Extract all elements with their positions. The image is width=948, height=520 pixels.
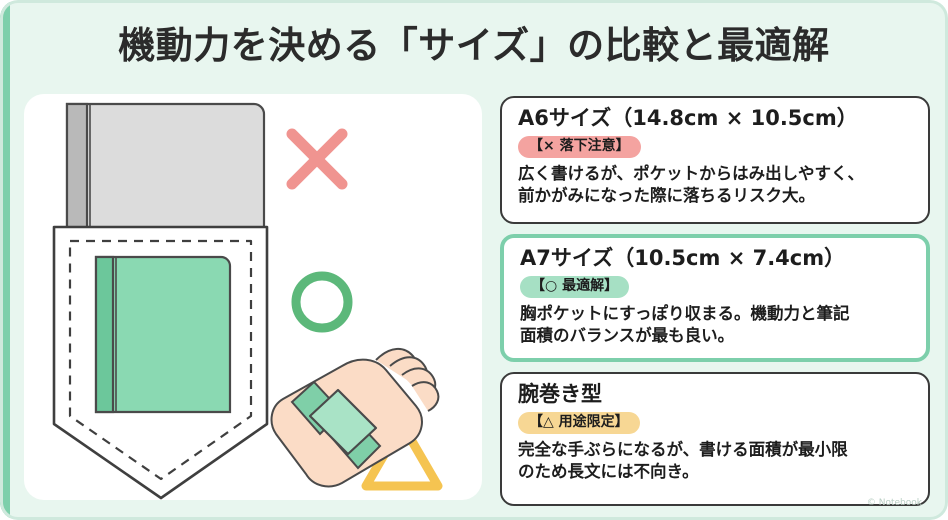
card-a7-badge: 【○ 最適解】 [520,275,630,299]
page-title: 機動力を決める「サイズ」の比較と最適解 [118,24,830,67]
credit-watermark: © Notebook [866,498,922,508]
card-wrist-badge: 【△ 用途限定】 [518,411,640,435]
card-a6-badge: 【× 落下注意】 [518,135,641,159]
header: 機動力を決める「サイズ」の比較と最適解 [0,0,948,84]
card-wrist-description: 完全な手ぶらになるが、書ける面積が最小限 のため長文には不向き。 [518,439,914,483]
left-accent-stripe [0,0,10,520]
card-wrist-title: 腕巻き型 [518,382,602,406]
card-a7-description: 胸ポケットにすっぽり収まる。機動力と筆記 面積のバランスが最も良い。 [520,303,912,347]
card-a6-description: 広く書けるが、ポケットからはみ出しやすく、 前かがみになった際に落ちるリスク大。 [518,163,914,207]
card-a6-desc-line-2: 前かがみになった際に落ちるリスク大。 [518,186,815,206]
illustration-panel [24,94,482,500]
card-a7-desc-line-2: 面積のバランスが最も良い。 [520,326,735,346]
x-mark-icon [286,128,348,190]
card-a6-title: A6サイズ（14.8cm × 10.5cm） [518,106,858,130]
pocket-illustration [52,102,443,500]
card-a7[interactable]: A7サイズ（10.5cm × 7.4cm） 【○ 最適解】 胸ポケットにすっぽり… [500,234,930,362]
card-wrist[interactable]: 腕巻き型 【△ 用途限定】 完全な手ぶらになるが、書ける面積が最小限 のため長文… [500,372,930,506]
card-a6[interactable]: A6サイズ（14.8cm × 10.5cm） 【× 落下注意】 広く書けるが、ポ… [500,96,930,224]
card-wrist-desc-line-1: 完全な手ぶらになるが、書ける面積が最小限 [518,440,848,460]
comparison-cards: A6サイズ（14.8cm × 10.5cm） 【× 落下注意】 広く書けるが、ポ… [500,96,930,508]
card-wrist-desc-line-2: のため長文には不向き。 [518,462,699,482]
wrist-band-icon [270,348,440,488]
circle-mark-icon [291,271,353,333]
card-a7-title: A7サイズ（10.5cm × 7.4cm） [520,246,846,270]
card-a7-desc-line-1: 胸ポケットにすっぽり収まる。機動力と筆記 [520,304,850,324]
card-a6-desc-line-1: 広く書けるが、ポケットからはみ出しやすく、 [518,164,865,184]
a7-notebook-icon [94,255,232,414]
a6-notebook-icon [65,102,266,234]
